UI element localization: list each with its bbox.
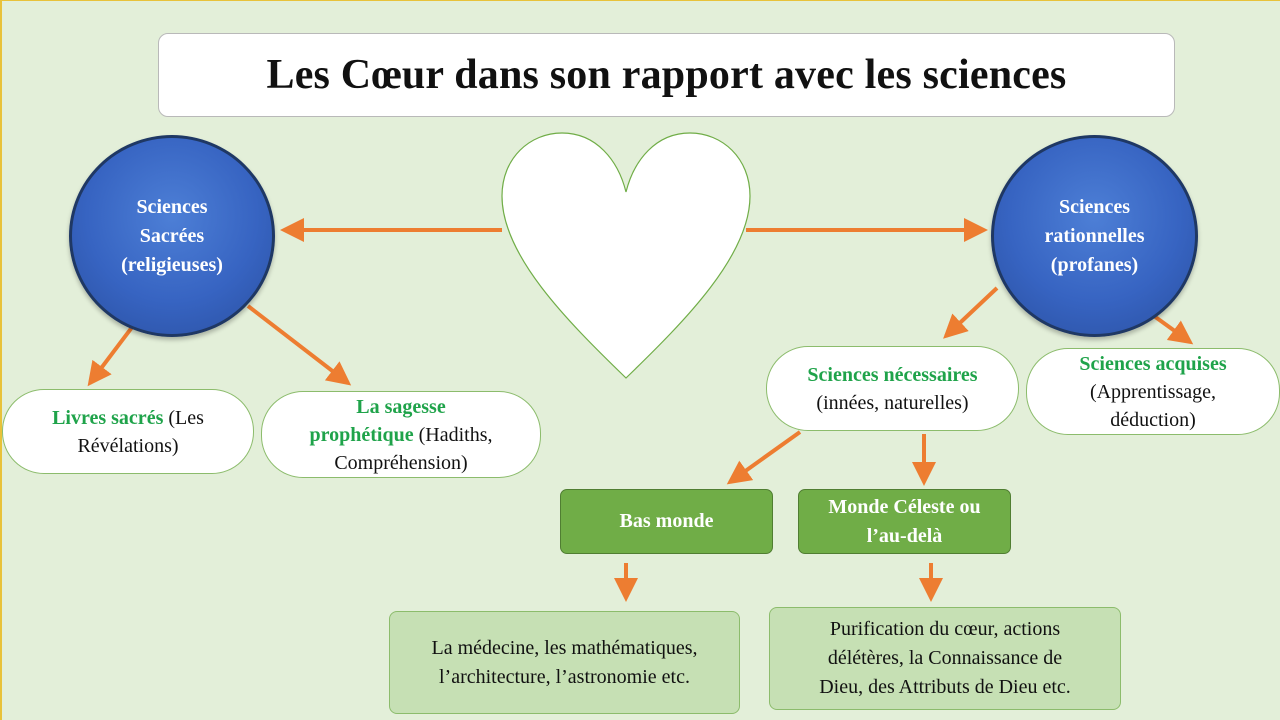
rational-line-1: Sciences <box>1058 195 1131 218</box>
sacred-line-2: Sacrées <box>139 224 205 247</box>
low-examples-line-2: l’architecture, l’astronomie etc. <box>438 665 690 688</box>
necessary-sciences-node: Sciences nécessaires (innées, naturelles… <box>766 346 1019 431</box>
rational-line-3: (profanes) <box>1050 253 1139 276</box>
rational-line-2: rationnelles <box>1044 224 1145 247</box>
rational-sciences-circle: Sciences rationnelles (profanes) <box>991 135 1198 337</box>
arrow-rational-to-acquired <box>1152 314 1194 345</box>
necessary-highlight: Sciences nécessaires <box>807 363 978 386</box>
acquired-highlight: Sciences acquises <box>1079 352 1227 375</box>
title-box: Les Cœur dans son rapport avec les scien… <box>158 33 1175 117</box>
arrow-necessary-to-low <box>726 430 802 485</box>
books-text-1: (Les <box>163 406 204 429</box>
arrow-sacred-to-books <box>87 320 138 387</box>
sacred-line-3: (religieuses) <box>121 253 223 276</box>
wisdom-text-1: (Hadiths, <box>413 423 493 446</box>
low-world-label: Bas monde <box>619 510 714 532</box>
arrow-rational-to-necessary <box>943 286 999 339</box>
heart-icon <box>501 132 751 379</box>
wisdom-highlight-1: La sagesse <box>356 395 446 418</box>
celestial-examples: Purification du cœur, actions délétères,… <box>769 607 1121 710</box>
acquired-text-2: déduction) <box>1110 408 1196 431</box>
low-world-examples: La médecine, les mathématiques, l’archit… <box>389 611 740 714</box>
celestial-examples-line-1: Purification du cœur, actions <box>829 618 1061 640</box>
books-text-2: Révélations) <box>77 434 179 457</box>
arrow-sacred-to-wisdom <box>246 304 352 386</box>
acquired-sciences-node: Sciences acquises (Apprentissage, déduct… <box>1026 348 1280 435</box>
sacred-books-node: Livres sacrés (Les Révélations) <box>2 389 254 474</box>
celestial-line-1: Monde Céleste ou <box>828 495 981 518</box>
low-world-box: Bas monde <box>560 489 773 554</box>
celestial-examples-line-3: Dieu, des Attributs de Dieu etc. <box>819 676 1071 698</box>
sacred-line-1: Sciences <box>136 195 208 218</box>
celestial-line-2: l’au-delà <box>866 524 943 547</box>
sacred-sciences-circle: Sciences Sacrées (religieuses) <box>69 135 275 337</box>
books-highlight: Livres sacrés <box>52 406 164 429</box>
celestial-world-box: Monde Céleste ou l’au-delà <box>798 489 1011 554</box>
wisdom-highlight-2: prophétique <box>309 423 414 446</box>
wisdom-text-2: Compréhension) <box>334 451 468 474</box>
necessary-text: (innées, naturelles) <box>816 391 969 414</box>
page-title: Les Cœur dans son rapport avec les scien… <box>266 52 1067 98</box>
prophetic-wisdom-node: La sagesse prophétique (Hadiths, Compréh… <box>261 391 541 478</box>
celestial-examples-line-2: délétères, la Connaissance de <box>827 647 1063 669</box>
low-examples-line-1: La médecine, les mathématiques, <box>431 636 698 659</box>
acquired-text-1: (Apprentissage, <box>1089 380 1217 403</box>
